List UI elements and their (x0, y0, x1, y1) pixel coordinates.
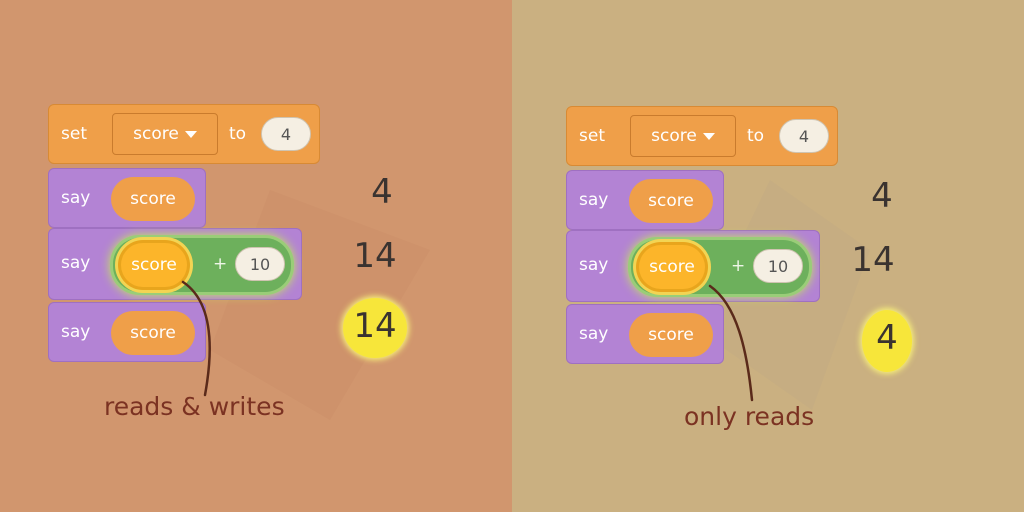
operand-input[interactable]: 10 (235, 247, 285, 281)
output-value-1: 4 (871, 176, 893, 216)
variable-dropdown[interactable]: score (112, 113, 218, 155)
score-reporter-highlighted[interactable]: score (121, 243, 187, 287)
operand-input[interactable]: 10 (753, 249, 803, 283)
variable-dropdown-label: score (133, 124, 179, 144)
say-block-3[interactable]: say score (48, 302, 206, 362)
say-block-2[interactable]: say score + 10 (566, 230, 820, 302)
output-value-3: 14 (353, 306, 397, 346)
to-keyword: to (229, 124, 247, 144)
annotation-arrow (708, 284, 754, 402)
annotation-arrow (181, 280, 211, 397)
caption-only-reads: only reads (684, 402, 815, 431)
score-reporter[interactable]: score (629, 179, 713, 223)
panel-only-reads: set score to 4 say score say score + 10 … (512, 0, 1024, 512)
say-keyword: say (579, 190, 609, 210)
output-value-2: 14 (353, 236, 397, 276)
panel-reads-and-writes: set score to 4 say score say score + 10 … (0, 0, 512, 512)
to-keyword: to (747, 126, 765, 146)
say-keyword: say (579, 324, 609, 344)
chevron-down-icon (702, 132, 715, 140)
say-block-1[interactable]: say score (566, 170, 724, 230)
value-input[interactable]: 4 (261, 117, 311, 151)
score-reporter[interactable]: score (111, 311, 195, 355)
say-block-1[interactable]: say score (48, 168, 206, 228)
output-highlight (862, 310, 912, 372)
chevron-down-icon (184, 130, 197, 138)
say-block-2[interactable]: say score + 10 (48, 228, 302, 300)
set-keyword: set (61, 124, 87, 144)
score-reporter[interactable]: score (111, 177, 195, 221)
caption-reads-and-writes: reads & writes (104, 392, 285, 421)
score-reporter[interactable]: score (629, 313, 713, 357)
set-variable-block[interactable]: set score to 4 (48, 104, 320, 164)
say-keyword: say (61, 188, 91, 208)
output-value-1: 4 (371, 172, 393, 212)
value-input[interactable]: 4 (779, 119, 829, 153)
output-value-2: 14 (851, 240, 895, 280)
say-block-3[interactable]: say score (566, 304, 724, 364)
say-keyword: say (61, 253, 91, 273)
variable-dropdown[interactable]: score (630, 115, 736, 157)
plus-operator: + (731, 256, 746, 276)
output-value-3: 4 (876, 318, 898, 358)
output-highlight (343, 298, 407, 358)
score-reporter-highlighted[interactable]: score (639, 245, 705, 289)
set-variable-block[interactable]: set score to 4 (566, 106, 838, 166)
say-keyword: say (579, 255, 609, 275)
say-keyword: say (61, 322, 91, 342)
plus-operator: + (213, 254, 228, 274)
variable-dropdown-label: score (651, 126, 697, 146)
set-keyword: set (579, 126, 605, 146)
